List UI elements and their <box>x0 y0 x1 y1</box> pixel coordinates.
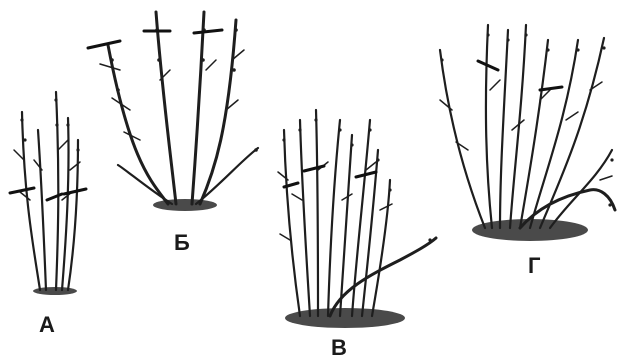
bush-a <box>10 92 86 295</box>
bush-g-cut-mark-1 <box>478 61 498 70</box>
label-b: Б <box>174 232 190 254</box>
label-g: Г <box>528 255 540 277</box>
bush-v <box>278 110 436 328</box>
bush-v-soil <box>285 308 405 328</box>
bush-g-cut-mark-2 <box>540 87 562 90</box>
bush-a-cut-mark-1 <box>10 188 34 193</box>
bush-b-cut-mark-1 <box>88 41 120 48</box>
bush-b-soil <box>153 199 217 211</box>
label-v: В <box>331 337 347 359</box>
label-a: А <box>39 314 55 336</box>
bush-b-cut-mark-3 <box>194 30 222 33</box>
bush-a-cut-mark-2 <box>47 194 62 200</box>
bush-g <box>440 25 615 241</box>
bush-b <box>88 12 258 211</box>
bush-g-soil <box>472 219 588 241</box>
